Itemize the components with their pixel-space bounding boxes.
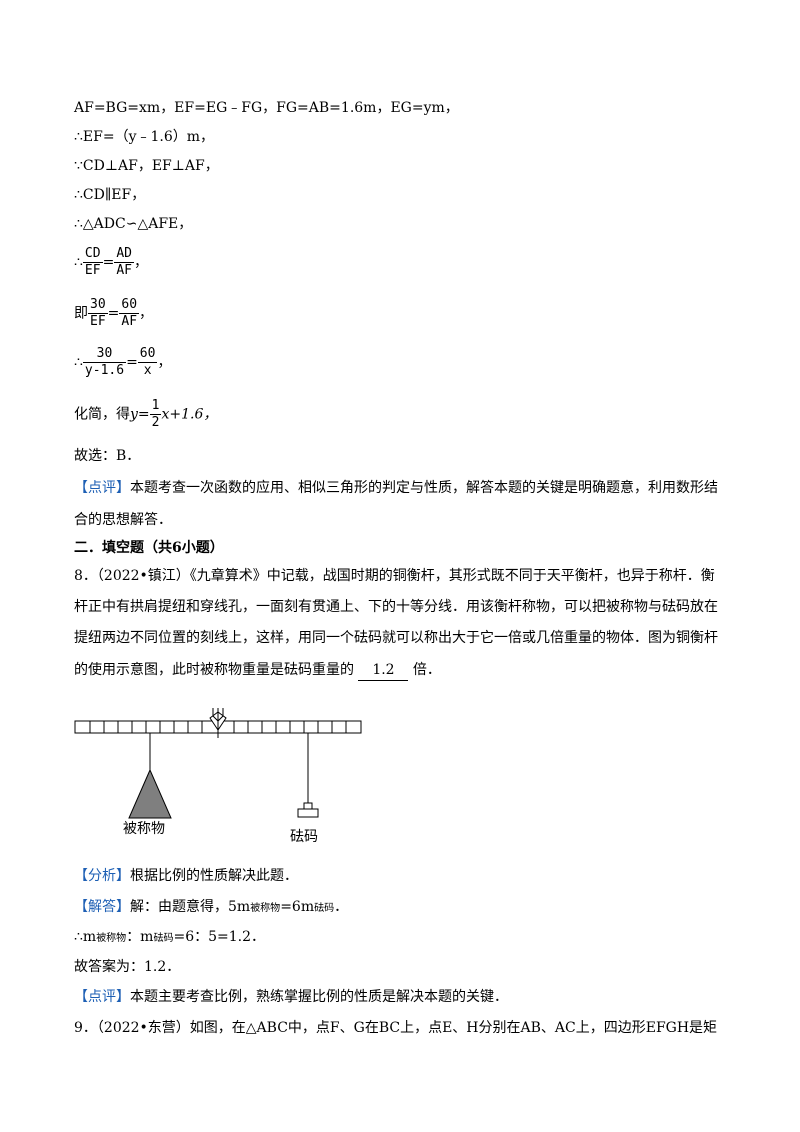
q8-line-1: 8．（2022•镇江）《九章算术》中记载，战国时期的铜衡杆，其形式既不同于天平衡… [74, 568, 715, 584]
choice-line: 故选：B． [74, 448, 141, 464]
balance-figure [74, 708, 362, 819]
analysis-tag: 【分析】 [74, 868, 130, 884]
beam-ticks [89, 721, 347, 733]
line-ef: ∴EF=（y﹣1.6）m， [74, 129, 215, 145]
solution-line: 【解答】解：由题意得，5m被称物=6m砝码． [74, 899, 349, 915]
label-object: 被称物 [123, 821, 165, 837]
q8-line-2: 杆正中有拱肩提纽和穿线孔，一面刻有贯通上、下的十等分线．用该衡杆称物，可以把被称… [74, 599, 718, 615]
answer-blank: 1.2 [358, 660, 409, 681]
comment-line-1: 【点评】本题考查一次函数的应用、相似三角形的判定与性质，解答本题的关键是明确题意… [74, 480, 718, 496]
section-title: 二．填空题（共6小题） [74, 540, 224, 556]
solution-tag: 【解答】 [74, 899, 130, 915]
line-perp: ∵CD⊥AF，EF⊥AF， [74, 158, 219, 174]
q8-line-3: 提纽两边不同位置的刻线上，这样，用同一个砝码就可以称出大于它一倍或几倍重量的物体… [74, 630, 718, 646]
ratio-line: ∴m被称物：m砝码=6：5=1.2． [74, 929, 266, 945]
line-af: AF=BG=xm，EF=EG﹣FG，FG=AB=1.6m，EG=ym， [74, 100, 459, 116]
final-line: 故答案为：1.2． [74, 959, 181, 975]
weight-top [303, 802, 313, 810]
label-weight: 砝码 [290, 829, 318, 845]
line-parallel: ∴CD∥EF， [74, 187, 146, 203]
line-similar: ∴△ADC∽△AFE， [74, 216, 193, 232]
weight-body [297, 808, 319, 818]
q8-comment-line: 【点评】本题主要考查比例，熟练掌握比例的性质是解决本题的关键． [74, 989, 508, 1005]
weighted-object [128, 768, 172, 819]
comment-line-2: 合的思想解答． [74, 512, 172, 528]
analysis-line: 【分析】根据比例的性质解决此题． [74, 868, 298, 884]
comment-tag: 【点评】 [74, 480, 130, 496]
comment-tag: 【点评】 [74, 989, 130, 1005]
q9-line-1: 9．（2022•东营）如图，在△ABC中，点F、G在BC上，点E、H分别在AB、… [74, 1020, 718, 1036]
q8-line-4: 的使用示意图，此时被称物重量是砝码重量的 1.2 倍． [74, 660, 441, 681]
